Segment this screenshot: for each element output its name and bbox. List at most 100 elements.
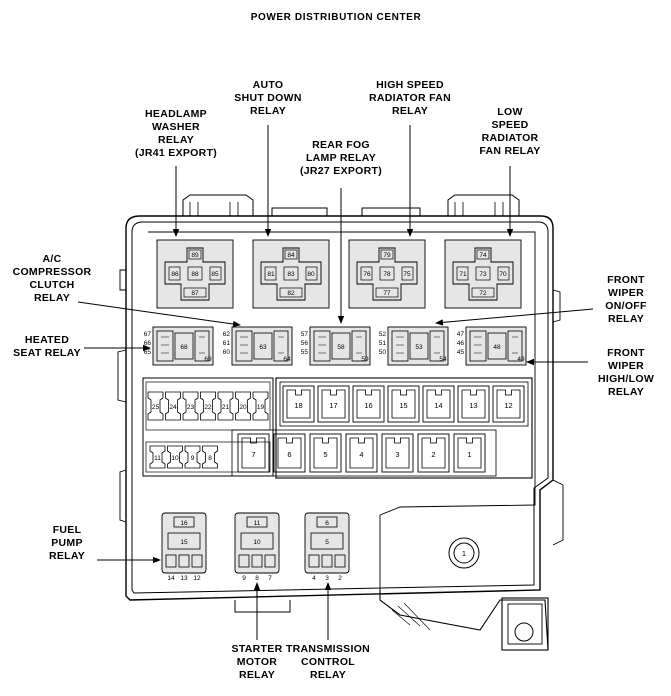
fuse-outline <box>237 433 270 473</box>
pin-label: 73 <box>479 271 487 278</box>
callout-line: REAR FOG <box>312 139 370 151</box>
pin-label: 47 <box>457 331 465 338</box>
fuse-outline <box>202 445 218 469</box>
relay-terminal <box>429 330 445 362</box>
relay-cavity-outline <box>234 512 280 574</box>
relay-cavity-outline <box>161 512 207 574</box>
pin-label: 60 <box>223 349 231 356</box>
callout-line: RELAY <box>250 105 286 117</box>
fuse-number: 20 <box>239 404 247 411</box>
callout-line: SEAT RELAY <box>13 347 81 359</box>
relay-terminal <box>279 287 303 298</box>
relay-terminal <box>191 554 203 568</box>
callout-line: TRANSMISSION <box>286 643 370 655</box>
fuse-body <box>457 437 482 469</box>
callout-line: RELAY <box>608 313 644 325</box>
relay-terminal <box>264 266 277 281</box>
fuse-outline <box>147 391 164 421</box>
fuse-outline <box>235 391 251 421</box>
pin-label: 87 <box>191 290 199 297</box>
fuse-body <box>421 437 446 469</box>
relay-terminal <box>475 266 491 281</box>
fuse-outline <box>182 391 199 421</box>
relay-terminal <box>456 266 469 281</box>
pin-label: 15 <box>180 539 188 546</box>
mini-fuse: 8 <box>202 445 218 469</box>
relay-terminal <box>183 287 207 298</box>
relay-terminal <box>321 554 333 568</box>
fuse-number: 15 <box>399 401 407 410</box>
relay-terminal <box>401 266 414 281</box>
callout-line: LAMP RELAY <box>306 152 376 164</box>
relay-terminal <box>351 330 367 362</box>
pin-label: 50 <box>379 349 387 356</box>
cartridge-fuse: 5 <box>309 433 342 473</box>
fuse-number: 24 <box>169 404 177 411</box>
relay-terminal <box>497 266 510 281</box>
pdc-housing: 1 <box>117 194 564 651</box>
fuse-outline <box>252 391 269 421</box>
terminal-detail <box>318 336 362 354</box>
pin-label: 14 <box>167 575 175 582</box>
pin-label: 55 <box>301 349 309 356</box>
pin-label: 54 <box>439 356 447 363</box>
pin-label: 12 <box>193 575 201 582</box>
fuse-body <box>349 437 374 469</box>
relay-terminal <box>173 516 195 528</box>
pin-label: 82 <box>287 290 295 297</box>
pin-label: 5 <box>325 539 329 546</box>
relay-terminal <box>375 287 399 298</box>
fuse-body <box>426 389 451 419</box>
callout-line: WIPER <box>608 360 644 372</box>
fuse-number: 1 <box>467 450 471 459</box>
fuse-outline <box>184 445 201 469</box>
cartridge-fuse: 17 <box>317 385 350 423</box>
pin-label: 4 <box>312 575 316 582</box>
pin-label: 51 <box>379 340 387 347</box>
callout-line: CONTROL <box>301 656 355 668</box>
cartridge-fuse: 1 <box>453 433 486 473</box>
pin-label: 61 <box>223 340 231 347</box>
pin-label: 80 <box>307 271 315 278</box>
relay-terminal <box>246 516 268 528</box>
pin-label: 78 <box>383 271 391 278</box>
pin-label: 69 <box>204 356 212 363</box>
relay-terminal <box>409 332 429 360</box>
fuse-number: 23 <box>187 404 195 411</box>
relay-terminal <box>235 330 253 362</box>
mini-fuse: 21 <box>217 391 234 421</box>
callout-line: SPEED <box>491 119 528 131</box>
pin-label: 45 <box>457 349 465 356</box>
callout-line: RELAY <box>49 550 85 562</box>
pin-label: 48 <box>493 344 501 351</box>
relay-terminal <box>273 330 289 362</box>
mini-fuse: 23 <box>182 391 199 421</box>
pin-label: 10 <box>253 539 261 546</box>
callout-line: WASHER <box>152 121 200 133</box>
mini-fuse: 20 <box>235 391 251 421</box>
relay-terminal <box>178 554 190 568</box>
relay-terminal <box>310 532 344 550</box>
callout-line: FRONT <box>607 347 645 359</box>
callout-line: (JR27 EXPORT) <box>300 165 382 177</box>
fuse-number: 11 <box>154 455 161 462</box>
fuse-body <box>496 389 521 419</box>
pin-label: 81 <box>267 271 275 278</box>
relay-socket <box>356 247 418 301</box>
callout-line: STARTER <box>232 643 283 655</box>
relay-terminal <box>487 332 507 360</box>
relay-terminal <box>251 554 263 568</box>
relay-terminal <box>380 249 394 260</box>
pin-label: 79 <box>383 252 391 259</box>
relay-terminal <box>476 249 490 260</box>
fuse-number: 22 <box>204 404 212 411</box>
cartridge-fuse: 6 <box>273 433 306 473</box>
